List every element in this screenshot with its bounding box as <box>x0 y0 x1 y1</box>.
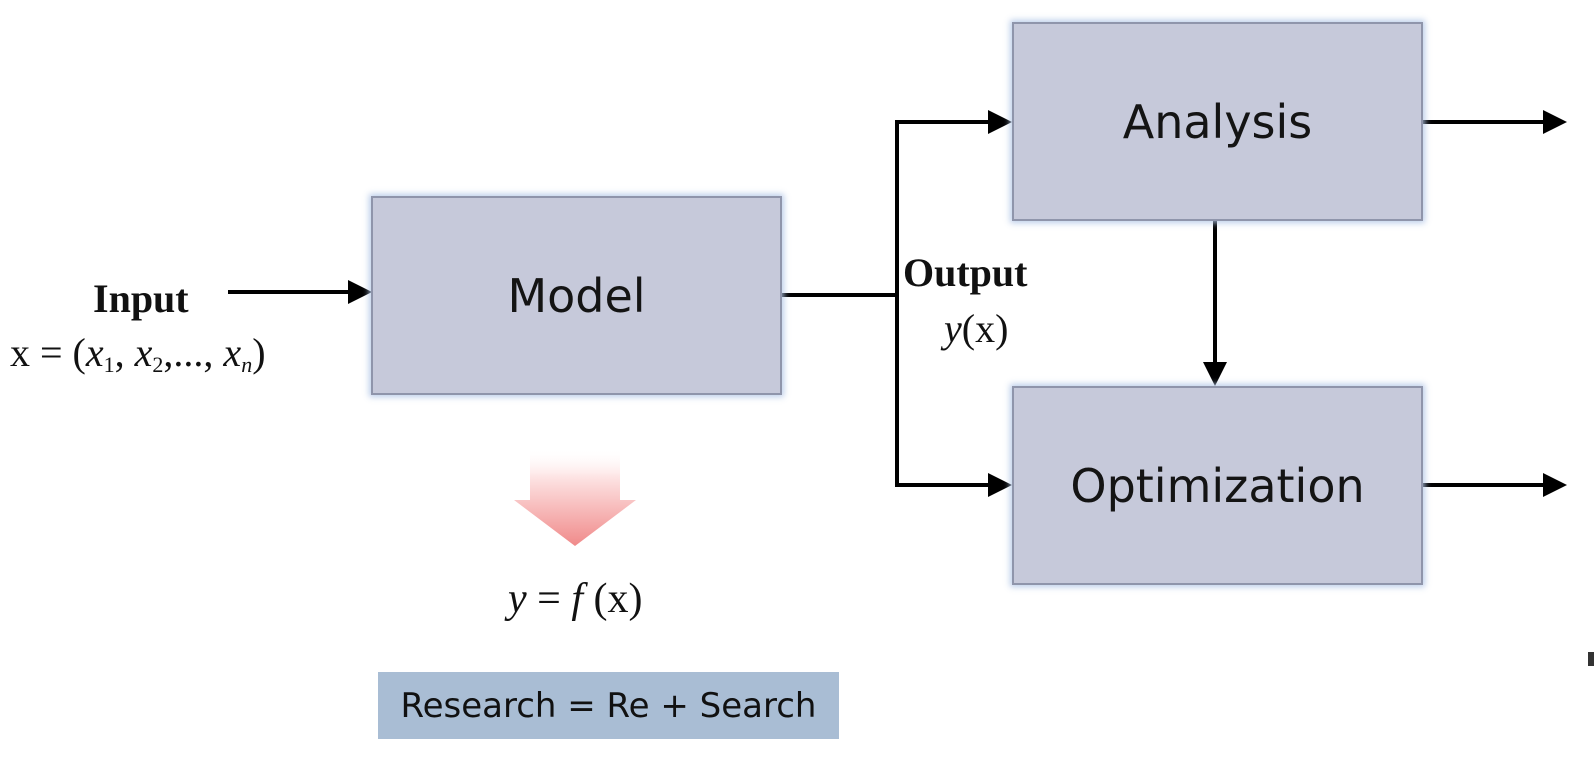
down-arrow-icon <box>514 448 636 546</box>
research-note-text: Research = Re + Search <box>400 685 817 726</box>
analysis-label: Analysis <box>1122 94 1313 149</box>
output-formula: y(x) <box>944 309 1008 349</box>
analysis-output-arrow-head <box>1543 110 1567 134</box>
input-xn: x <box>223 330 242 375</box>
optimization-label: Optimization <box>1070 458 1365 513</box>
research-note: Research = Re + Search <box>378 672 839 739</box>
input-sub-1: 1 <box>103 352 115 377</box>
input-sub-n: n <box>241 352 253 377</box>
function-formula: y = f (x) <box>508 578 643 620</box>
optimization-block: Optimization <box>1012 386 1423 585</box>
input-sub-2: 2 <box>152 352 164 377</box>
input-dots: ..., <box>173 330 214 375</box>
input-equals: = ( <box>30 330 86 375</box>
function-y: y <box>508 576 527 622</box>
model-label: Model <box>507 268 646 323</box>
input-close: ) <box>252 330 266 375</box>
edge-mark <box>1588 652 1594 666</box>
function-arg: (x) <box>583 576 643 622</box>
comma: , <box>163 330 174 375</box>
input-x2: x <box>134 330 153 375</box>
model-block: Model <box>371 196 782 395</box>
output-label: Output <box>903 250 1028 295</box>
to-optimization-arrow-head <box>988 473 1012 497</box>
analysis-block: Analysis <box>1012 22 1423 221</box>
function-eq: = <box>526 576 572 622</box>
input-var: x <box>10 330 30 375</box>
to-analysis-arrow-head <box>988 110 1012 134</box>
function-f: f <box>571 576 584 622</box>
input-label: Input <box>93 276 189 321</box>
optimization-output-arrow-head <box>1543 473 1567 497</box>
input-formula: x = (x1, x2,..., xn) <box>10 333 266 376</box>
input-arrow-head <box>348 280 372 304</box>
output-y: y <box>944 306 962 351</box>
space <box>213 330 223 375</box>
input-x1: x <box>85 330 104 375</box>
analysis-to-optimization-arrow-head <box>1203 362 1227 386</box>
output-arg: (x) <box>961 306 1009 351</box>
comma: , <box>114 330 135 375</box>
